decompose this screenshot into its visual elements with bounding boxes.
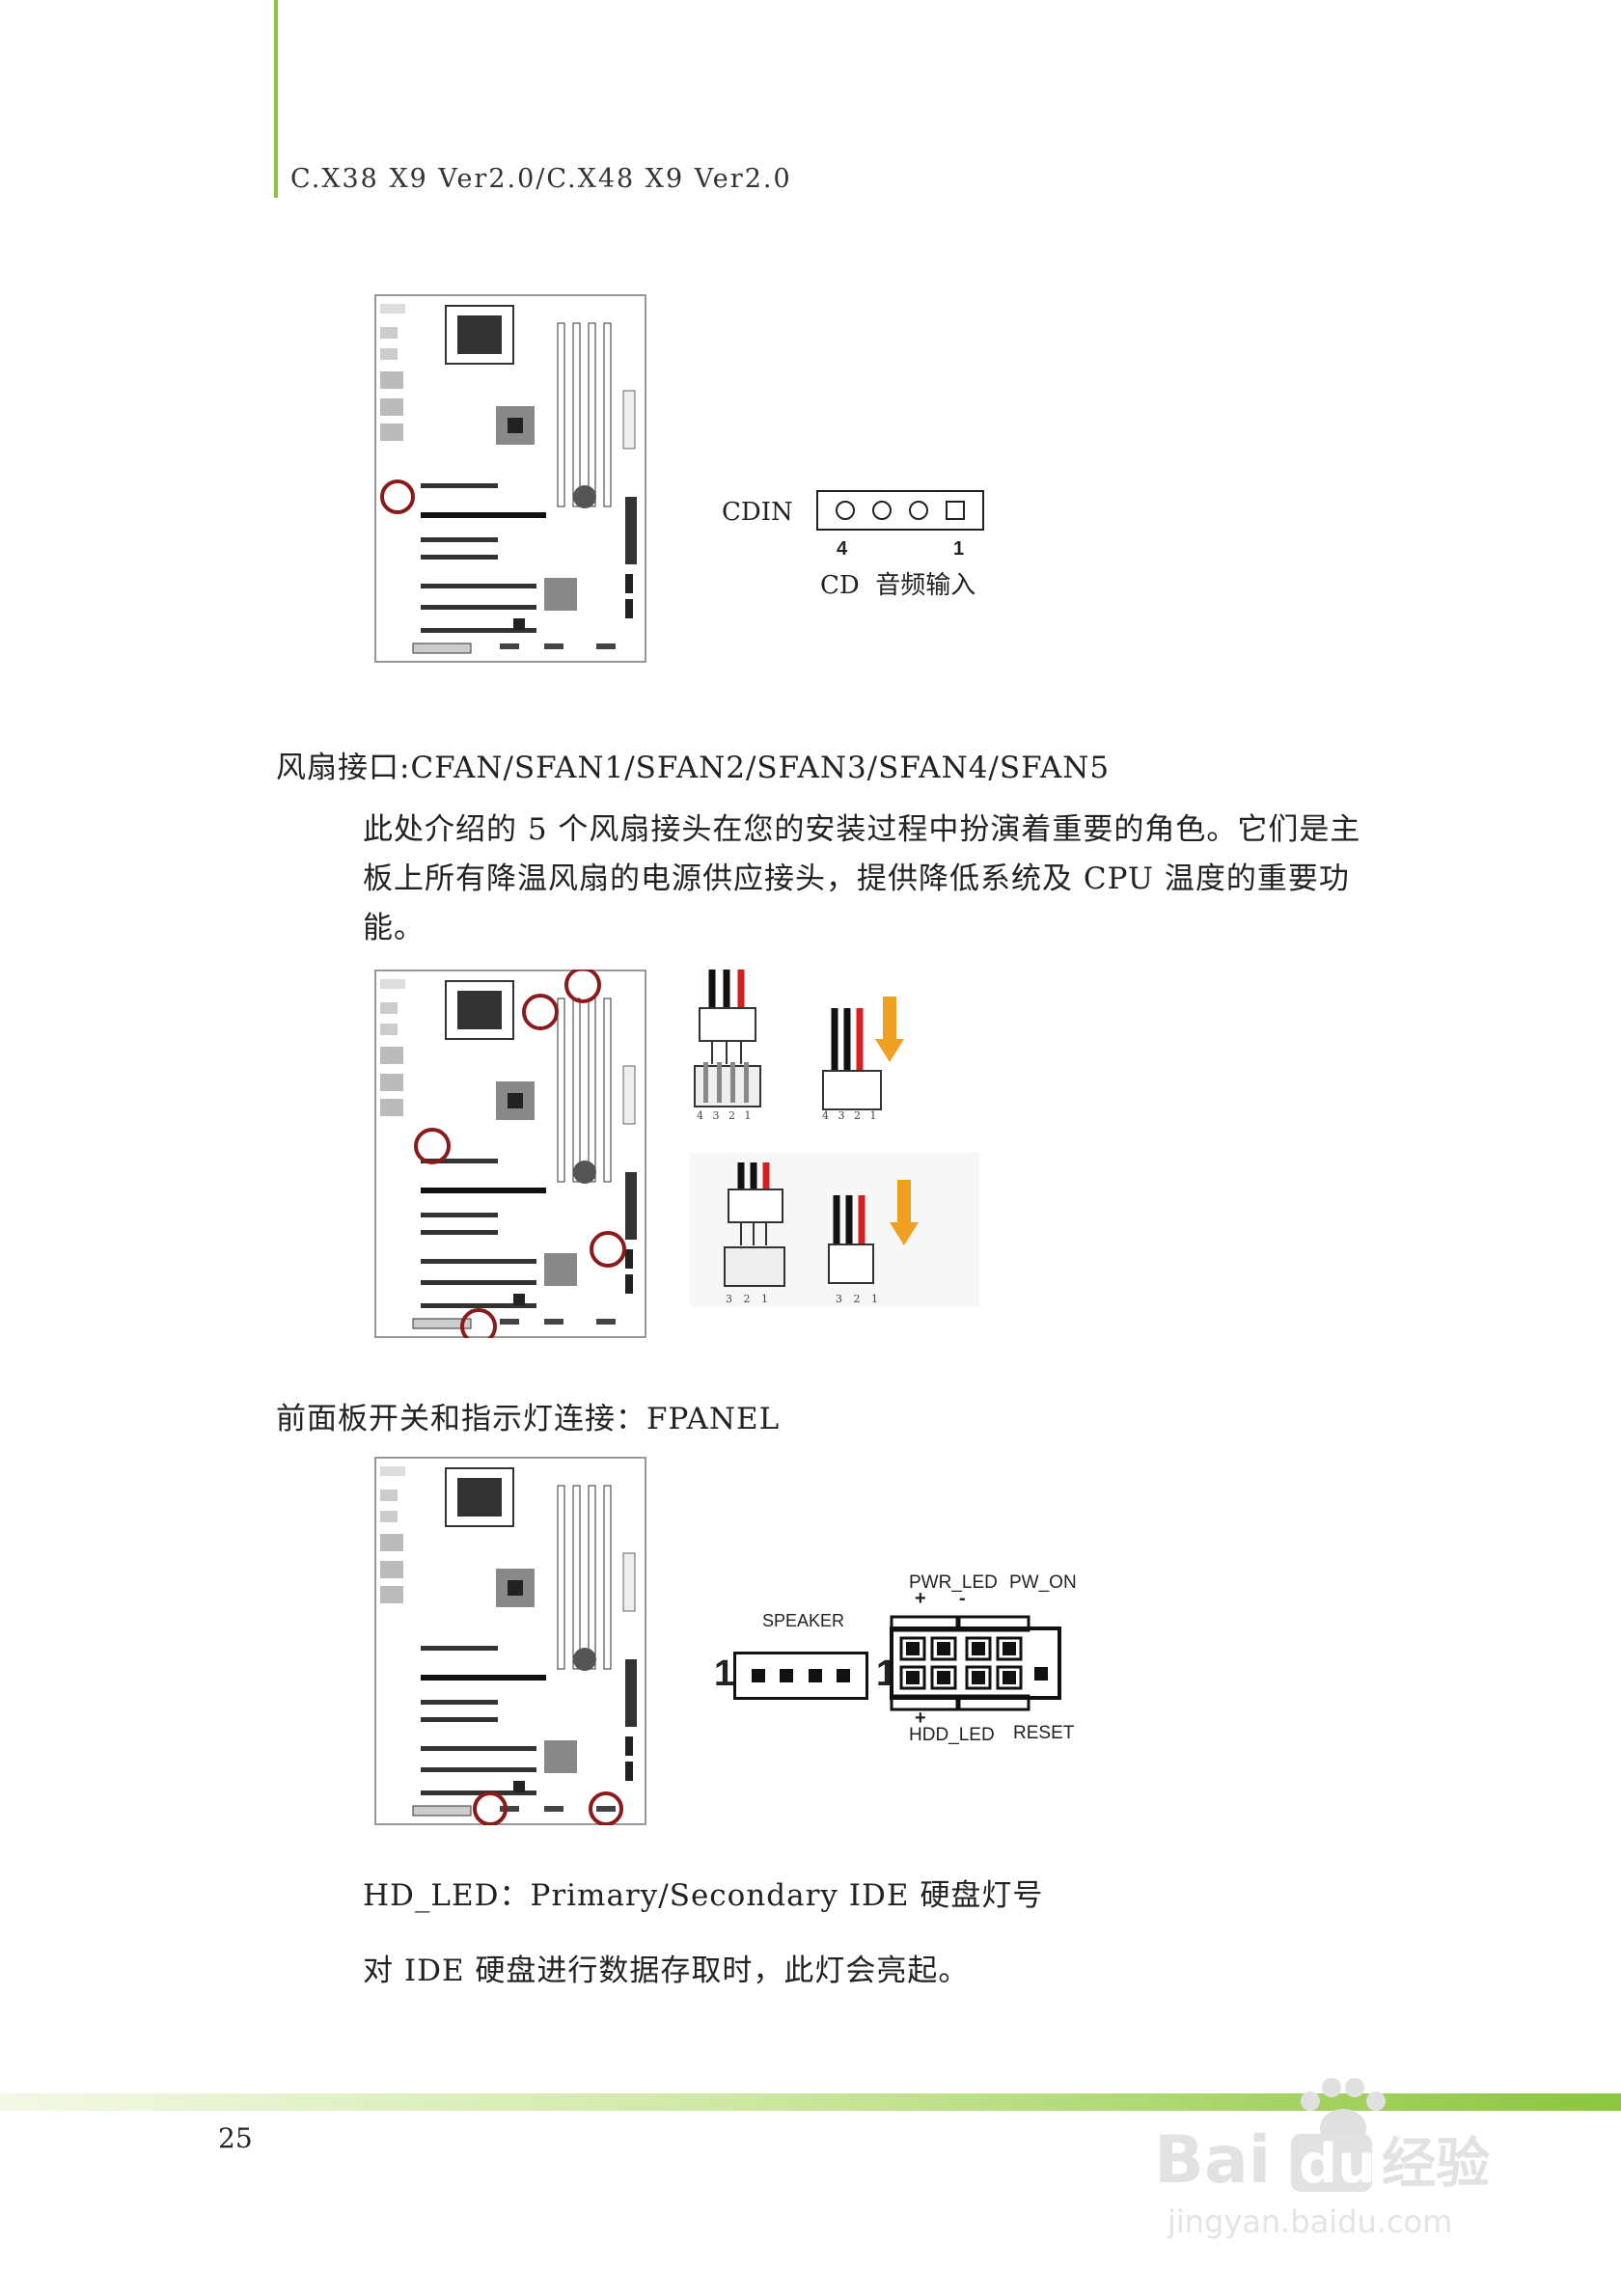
cdin-pin-4: 4 [837,538,848,560]
hdled-title: HD_LED：Primary/Secondary IDE 硬盘灯号 [363,1878,1044,1913]
fan-highlight-circle [414,1128,451,1164]
reset-label: RESET [1013,1723,1075,1743]
hdled-description: 对 IDE 硬盘进行数据存取时，此灯会亮起。 [363,1954,970,1988]
fan-paragraph-line: 板上所有降温风扇的电源供应接头，提供降低系统及 CPU 温度的重要功 [363,861,1350,896]
pin-square-icon [946,501,965,520]
page-number: 25 [218,2122,253,2154]
fan-4pin-labels-right: 4 3 2 1 [822,1109,880,1122]
pin-round-icon [909,501,928,520]
header-accent-bar [274,0,278,198]
page-header: C.X38 X9 Ver2.0/C.X48 X9 Ver2.0 [290,164,792,194]
hdd-led-plus: + [915,1708,926,1729]
fan-highlight-circle [564,970,601,1003]
fpanel-highlight-circle [473,1791,508,1825]
pin-square-icon [780,1669,794,1682]
svg-text:Bai: Bai [1154,2122,1271,2199]
svg-text:jingyan.baidu.com: jingyan.baidu.com [1167,2203,1452,2240]
fan-4pin-connector-illustration [694,970,904,1110]
cdin-caption: CD 音频输入 [820,571,976,600]
fan-3pin-connector-illustration [690,1153,979,1307]
motherboard-diagram-cdin [374,294,646,663]
svg-text:经验: 经验 [1382,2133,1490,2196]
pwr-led-plus: + [915,1588,926,1609]
hdd-led-label: HDD_LED [909,1725,995,1745]
pwr-led-label: PWR_LED [909,1572,998,1593]
baidu-jingyan-watermark: Bai du 经验 jingyan.baidu.com [1154,2078,1490,2240]
fan-paragraph-line: 能。 [363,911,425,945]
pin-square-icon [808,1669,822,1682]
speaker-label: SPEAKER [762,1611,845,1630]
fan-highlight-circle [460,1308,497,1338]
cdin-label: CDIN [722,498,793,527]
fpanel-connector [890,1615,1061,1711]
fan-highlight-circle [522,994,559,1030]
motherboard-diagram-fpanel [374,1457,646,1825]
pwr-led-minus: - [959,1588,966,1609]
speaker-connector [733,1652,868,1700]
fan-4pin-labels-left: 4 3 2 1 [697,1109,755,1122]
fan-highlight-circle [590,1231,626,1268]
motherboard-diagram-fans [374,970,646,1338]
fan-3pin-labels-right: 3 2 1 [836,1293,882,1305]
svg-text:du: du [1299,2133,1376,2196]
footer-accent-band [0,2093,1621,2111]
cdin-highlight-circle [380,479,415,514]
fpanel-pinout-diagram: PWR_LED PW_ON + - SPEAKER 1 1 + HDD_LED … [714,1563,1158,1756]
pin-square-icon [751,1669,765,1682]
pin-round-icon [836,501,855,520]
fpanel-highlight-circle [589,1791,623,1825]
pin-square-icon [837,1669,851,1682]
cdin-pin-1: 1 [953,538,965,560]
cdin-connector-diagram: CDIN 4 1 CD 音频输入 [714,482,1003,608]
fan-section-title: 风扇接口:CFAN/SFAN1/SFAN2/SFAN3/SFAN4/SFAN5 [276,751,1111,785]
pw-on-label: PW_ON [1009,1572,1077,1593]
fan-paragraph-line: 此处介绍的 5 个风扇接头在您的安装过程中扮演着重要的角色。它们是主 [363,812,1361,847]
fan-3pin-labels-left: 3 2 1 [726,1293,772,1305]
pin-round-icon [872,501,892,520]
fan-section-paragraph: 此处介绍的 5 个风扇接头在您的安装过程中扮演着重要的角色。它们是主 板上所有降… [363,806,1415,953]
speaker-pin-one: 1 [714,1654,735,1694]
cdin-connector-box [816,490,984,531]
fpanel-section-title: 前面板开关和指示灯连接：FPANEL [276,1402,781,1436]
